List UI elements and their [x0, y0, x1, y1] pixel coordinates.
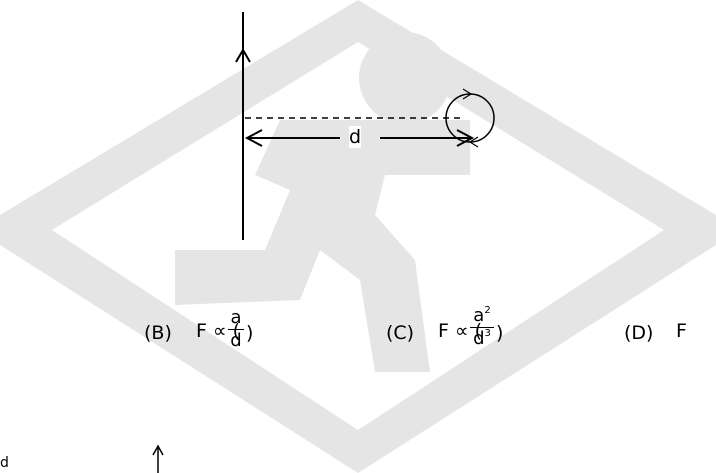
loop-arrow-bottom	[468, 136, 479, 148]
option-c-label: (C)	[386, 322, 415, 344]
option-c-denominator-power: 3	[484, 328, 491, 339]
option-c-numerator: a2	[473, 305, 491, 326]
distance-arrowhead-left	[244, 129, 263, 147]
option-c-suffix: )	[496, 322, 504, 344]
loop-arrow-top	[462, 88, 473, 100]
distance-label: d	[349, 126, 362, 148]
option-b-suffix: )	[246, 322, 254, 344]
watermark-runner	[175, 120, 470, 372]
option-c-numerator-power: 2	[484, 305, 491, 316]
option-b-denominator: d	[230, 330, 242, 351]
option-c-fraction-bar	[470, 327, 494, 328]
watermark-head	[359, 32, 451, 124]
option-b-prefix: F ∝ (	[196, 320, 240, 342]
bottom-up-arrowhead	[152, 444, 164, 456]
option-d-label: (D)	[624, 322, 654, 344]
wire-current-arrow	[235, 48, 251, 63]
option-c-denominator: d3	[473, 328, 491, 349]
option-b-fraction: a d	[228, 309, 244, 350]
distance-arrowhead-right	[456, 129, 475, 147]
option-c-prefix: F ∝ (	[438, 320, 482, 342]
option-b-label: (B)	[144, 322, 172, 344]
bottom-left-fragment: d	[0, 455, 9, 471]
option-b-numerator: a	[230, 307, 242, 328]
option-c-fraction: a2 d3	[470, 305, 494, 349]
option-b-fraction-bar	[228, 329, 244, 330]
option-d-prefix: F	[676, 320, 687, 342]
